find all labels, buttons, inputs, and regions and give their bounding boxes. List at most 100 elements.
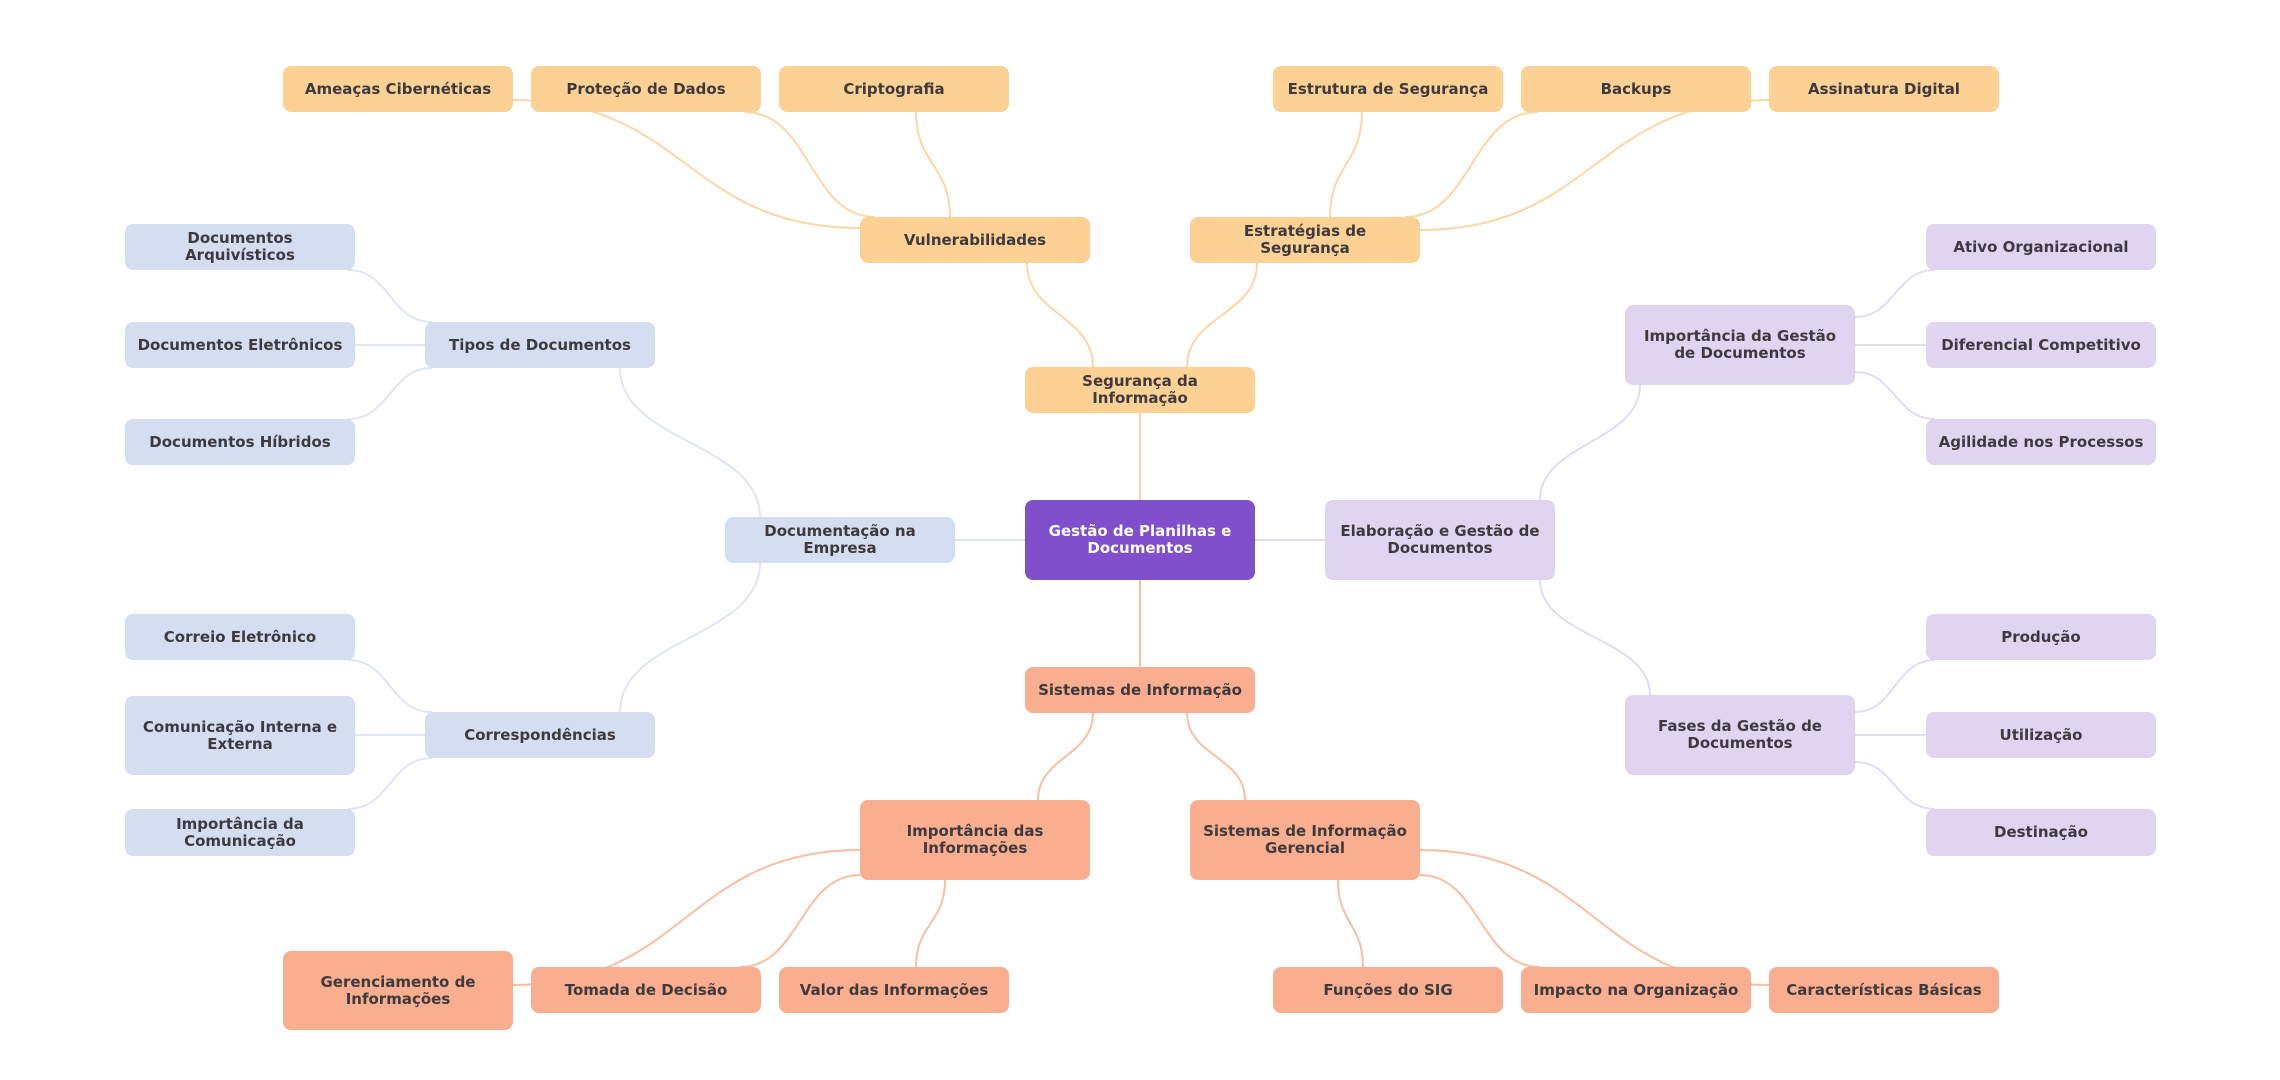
node-label: Documentos Arquivísticos [185,229,295,264]
node-eletronicos[interactable]: Documentos Eletrônicos [125,322,355,368]
node-label: Correio Eletrônico [163,627,317,646]
node-gerenciamento[interactable]: Gerenciamento de Informações [283,951,513,1030]
node-ameacas[interactable]: Ameaças Cibernéticas [283,66,513,112]
node-label: Agilidade nos Processos [1938,432,2144,451]
node-label: Valor das Informações [799,980,989,999]
node-destinacao[interactable]: Destinação [1926,809,2156,856]
node-label: Sistemas de Informação [1038,680,1242,699]
edge-estrategias-to-backups [1404,111,1539,218]
node-label: Documentação na Empresa [764,522,916,557]
node-label: Ameaças Cibernéticas [304,79,492,98]
node-valor[interactable]: Valor das Informações [779,967,1009,1013]
node-hibridos[interactable]: Documentos Híbridos [125,419,355,465]
node-label: Produção [2001,627,2081,646]
edge-correspondencias-to-correio [347,659,433,713]
edge-elaboracao-to-importancia_gestao [1539,384,1641,501]
edge-seguranca-to-estrategias [1186,262,1258,368]
node-label: Tomada de Decisão [564,980,728,999]
node-producao[interactable]: Produção [1926,614,2156,660]
node-correspondencias[interactable]: Correspondências [425,712,655,758]
node-impacto[interactable]: Impacto na Organização [1521,967,1751,1013]
node-label: Gerenciamento de Informações [320,972,476,1008]
node-arquivisticos[interactable]: Documentos Arquivísticos [125,224,355,270]
node-label: Importância das Informações [906,822,1044,857]
node-label: Backups [1600,79,1672,98]
node-sistemas[interactable]: Sistemas de Informação [1025,667,1255,713]
edge-sig-to-caracteristicas [1419,849,1770,986]
node-label: Impacto na Organização [1533,980,1739,999]
node-label: Assinatura Digital [1808,79,1960,98]
node-label: Importância da Gestão de Documentos [1643,327,1837,362]
node-vulnerabilidades[interactable]: Vulnerabilidades [860,217,1090,263]
node-label: Documentos Híbridos [149,432,331,451]
node-protecao[interactable]: Proteção de Dados [531,66,761,112]
node-estrategias[interactable]: Estratégias de Segurança [1190,217,1420,263]
node-label: Diferencial Competitivo [1941,335,2141,354]
node-ativo[interactable]: Ativo Organizacional [1926,224,2156,270]
node-funcoes[interactable]: Funções do SIG [1273,967,1503,1013]
node-seguranca[interactable]: Segurança da Informação [1025,367,1255,413]
node-label: Correspondências [464,725,616,744]
edge-sistemas-to-sig [1186,712,1246,801]
node-elaboracao[interactable]: Elaboração e Gestão de Documentos [1325,500,1555,580]
edge-correspondencias-to-importancia_com [347,757,433,810]
node-label: Ativo Organizacional [1953,237,2129,256]
edge-importancia_info-to-tomada [739,874,861,968]
node-assinatura[interactable]: Assinatura Digital [1769,66,1999,112]
edge-tipos-to-arquivisticos [347,269,433,323]
node-label: Vulnerabilidades [903,230,1047,249]
node-sig[interactable]: Sistemas de Informação Gerencial [1190,800,1420,880]
node-label: Documentos Eletrônicos [137,335,343,354]
edge-elaboracao-to-fases [1539,579,1651,696]
node-documentacao[interactable]: Documentação na Empresa [725,517,955,563]
node-label: Gestão de Planilhas e Documentos [1048,522,1232,557]
node-label: Segurança da Informação [1082,372,1198,407]
node-label: Funções do SIG [1323,980,1453,999]
node-label: Estratégias de Segurança [1243,222,1367,257]
node-criptografia[interactable]: Criptografia [779,66,1009,112]
edge-sig-to-impacto [1419,874,1541,968]
node-importancia-info[interactable]: Importância das Informações [860,800,1090,880]
node-label: Tipos de Documentos [449,335,631,354]
node-estrutura[interactable]: Estrutura de Segurança [1273,66,1503,112]
edge-sistemas-to-importancia_info [1037,712,1094,801]
node-backups[interactable]: Backups [1521,66,1751,112]
node-importancia-gestao[interactable]: Importância da Gestão de Documentos [1625,305,1855,385]
node-comunicacao[interactable]: Comunicação Interna e Externa [125,696,355,775]
edge-importancia_info-to-gerenciamento [511,849,861,986]
node-label: Estrutura de Segurança [1287,79,1489,98]
node-label: Destinação [1994,823,2088,841]
node-label: Criptografia [843,79,945,98]
edge-importancia_gestao-to-agilidade [1854,371,1936,420]
edge-vulnerabilidades-to-criptografia [915,111,951,218]
edge-sig-to-funcoes [1337,879,1364,968]
edge-seguranca-to-vulnerabilidades [1026,262,1094,368]
edge-vulnerabilidades-to-ameacas [511,99,861,229]
node-label: Importância da Comunicação [176,814,304,850]
node-importancia-com[interactable]: Importância da Comunicação [125,809,355,856]
node-label: Elaboração e Gestão de Documentos [1340,522,1540,557]
edge-importancia_info-to-valor [915,879,946,968]
node-correio[interactable]: Correio Eletrônico [125,614,355,660]
node-utilizacao[interactable]: Utilização [1926,712,2156,758]
node-label: Proteção de Dados [566,79,726,98]
node-tipos[interactable]: Tipos de Documentos [425,322,655,368]
node-fases[interactable]: Fases da Gestão de Documentos [1625,695,1855,775]
edge-tipos-to-hibridos [347,367,433,420]
node-caracteristicas[interactable]: Características Básicas [1769,967,1999,1013]
edge-vulnerabilidades-to-protecao [744,111,876,218]
node-agilidade[interactable]: Agilidade nos Processos [1926,419,2156,465]
node-label: Sistemas de Informação Gerencial [1203,822,1407,857]
edge-fases-to-destinacao [1854,761,1936,810]
edge-estrategias-to-estrutura [1329,111,1363,218]
node-label: Utilização [1999,725,2083,744]
node-label: Comunicação Interna e Externa [142,717,338,753]
node-tomada[interactable]: Tomada de Decisão [531,967,761,1013]
node-label: Características Básicas [1786,980,1982,999]
edge-documentacao-to-correspondencias [619,562,761,713]
edge-documentacao-to-tipos [619,367,761,518]
root-node[interactable]: Gestão de Planilhas e Documentos [1025,500,1255,580]
node-diferencial[interactable]: Diferencial Competitivo [1926,322,2156,368]
